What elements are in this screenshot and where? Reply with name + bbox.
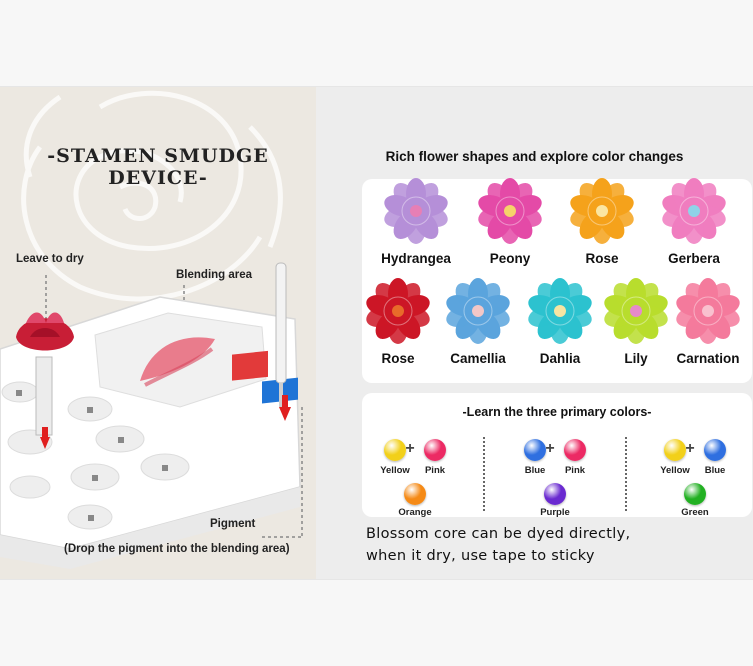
- flower-image: [662, 178, 726, 244]
- device-title: -STAMEN SMUDGE DEVICE-: [47, 145, 269, 189]
- primary-colors-card: -Learn the three primary colors- + Yellow…: [362, 393, 752, 518]
- flower-info-panel: Rich flower shapes and explore color cha…: [316, 87, 753, 579]
- divider: [483, 437, 485, 511]
- result-color-dot: [684, 483, 706, 505]
- flower-name: Peony: [489, 251, 531, 266]
- palette-tray: [0, 262, 303, 569]
- color-dot: [564, 439, 586, 461]
- flowers-title: Rich flower shapes and explore color cha…: [385, 149, 684, 164]
- color-name-b: Pink: [424, 465, 446, 476]
- flower-name: Rose: [381, 351, 415, 366]
- primary-title: -Learn the three primary colors-: [462, 405, 652, 419]
- color-dot: [384, 439, 406, 461]
- plus-sign: +: [685, 440, 695, 457]
- pigment-label: Pigment: [210, 518, 256, 530]
- flower-image: [676, 278, 740, 344]
- bottom-band: [0, 579, 753, 666]
- flower-image: [528, 278, 592, 344]
- result-color-name: Orange: [398, 507, 432, 518]
- blending-area-label: Blending area: [176, 269, 253, 281]
- core-text-line-1: Blossom core can be dyed directly,: [366, 526, 631, 542]
- flower-name: Hydrangea: [381, 251, 451, 266]
- leave-to-dry-label: Leave to dry: [16, 253, 84, 265]
- flower-image: [570, 178, 634, 244]
- flower-image: [478, 178, 542, 244]
- plus-sign: +: [405, 440, 415, 457]
- result-color-dot: [544, 483, 566, 505]
- plus-sign: +: [545, 440, 555, 457]
- color-dot: [704, 439, 726, 461]
- result-color-dot: [404, 483, 426, 505]
- flower-image: [446, 278, 510, 344]
- color-name-a: Yellow: [660, 465, 690, 476]
- flower-name: Rose: [585, 251, 619, 266]
- stamen-device-panel: -STAMEN SMUDGE DEVICE- Leave to dry Blen…: [0, 87, 316, 579]
- flower-image: [384, 178, 448, 244]
- color-name-a: Yellow: [380, 465, 410, 476]
- core-text-line-2: when it dry, use tape to sticky: [366, 548, 595, 564]
- divider: [625, 437, 627, 511]
- color-name-b: Pink: [564, 465, 586, 476]
- result-color-name: Purple: [540, 507, 570, 518]
- color-dot: [524, 439, 546, 461]
- flower-name: Dahlia: [539, 351, 581, 366]
- flower-name: Lily: [624, 351, 648, 366]
- flower-name: Carnation: [676, 351, 740, 366]
- core-text: Blossom core can be dyed directly, when …: [366, 523, 630, 567]
- color-name-a: Blue: [524, 465, 546, 476]
- color-dot: [424, 439, 446, 461]
- color-name-b: Blue: [704, 465, 726, 476]
- top-band: [0, 0, 753, 87]
- drop-note-label: (Drop the pigment into the blending area…: [64, 543, 290, 555]
- flower-image: [366, 278, 430, 344]
- result-color-name: Green: [681, 507, 709, 518]
- rose-line-art: [21, 90, 283, 302]
- flower-image: [604, 278, 668, 344]
- flower-name: Camellia: [450, 351, 506, 366]
- flower-name: Gerbera: [668, 251, 720, 266]
- color-dot: [664, 439, 686, 461]
